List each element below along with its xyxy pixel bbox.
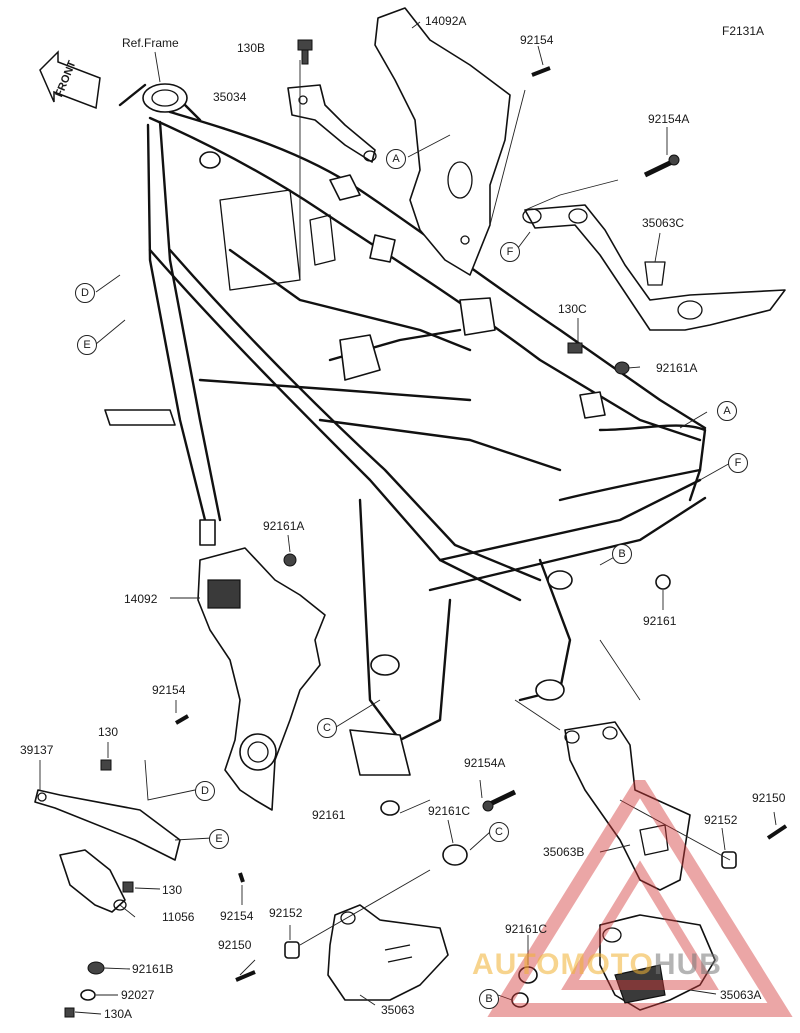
part-35063: 35063 — [381, 1003, 415, 1017]
part-130: 130 — [98, 725, 119, 739]
main-frame — [104, 83, 707, 776]
bracket-35063c — [522, 204, 786, 331]
part-11056: 11056 — [162, 910, 195, 924]
part-35063c: 35063C — [642, 216, 685, 230]
bracket-35034 — [287, 84, 377, 163]
part-92154-bottom: 92154 — [220, 909, 254, 923]
part-35063a: 35063A — [720, 988, 762, 1002]
part-92150-left: 92150 — [218, 938, 252, 952]
part-92161a-right: 92161A — [656, 361, 698, 375]
part-92161-center: 92161 — [312, 808, 346, 822]
callout-f-frame: F — [728, 453, 748, 473]
part-92152-left: 92152 — [269, 906, 303, 920]
bracket-39137 — [34, 789, 181, 861]
bracket-35063 — [327, 904, 449, 1001]
callout-c-lower: C — [489, 822, 509, 842]
part-92150-right: 92150 — [752, 791, 786, 805]
callout-b-frame: B — [612, 544, 632, 564]
part-14092: 14092 — [124, 592, 158, 606]
part-35063b: 35063B — [543, 845, 585, 859]
part-130a: 130A — [104, 1007, 133, 1021]
callout-a-upper: A — [386, 149, 406, 169]
part-14092a: 14092A — [425, 14, 467, 28]
part-130c: 130C — [558, 302, 587, 316]
callout-e-bracket: E — [209, 829, 229, 849]
callout-d-bracket: D — [195, 781, 215, 801]
part-92161b: 92161B — [132, 962, 174, 976]
cover-14092 — [197, 547, 326, 811]
callout-b-lower: B — [479, 989, 499, 1009]
part-39137: 39137 — [20, 743, 54, 757]
part-92154a-bottom: 92154A — [464, 756, 506, 770]
watermark-text: AUTOMOTOHUB — [472, 948, 722, 982]
leader-lines — [39, 21, 777, 1015]
part-92161a-mid: 92161A — [263, 519, 305, 533]
front-arrow-icon — [39, 50, 101, 110]
part-92154-top: 92154 — [520, 33, 554, 47]
watermark-part1: AUTOMOTO — [472, 948, 654, 981]
cover-14092a — [374, 7, 511, 276]
part-92161-right: 92161 — [643, 614, 677, 628]
bracket-35063a — [599, 914, 716, 1011]
part-92152-right: 92152 — [704, 813, 738, 827]
part-92154-left: 92154 — [152, 683, 186, 697]
bolts — [64, 39, 788, 1018]
callout-e-frame: E — [77, 335, 97, 355]
watermark-part2: HUB — [653, 948, 722, 981]
part-92154a-top: 92154A — [648, 112, 690, 126]
part-92027: 92027 — [121, 988, 155, 1002]
part-130b: 130B — [237, 41, 266, 55]
callout-d-frame: D — [75, 283, 95, 303]
ref-frame-label: Ref.Frame — [122, 36, 179, 50]
part-130-lower: 130 — [162, 883, 183, 897]
part-35034: 35034 — [213, 90, 247, 104]
diagram-id: F2131A — [722, 24, 765, 38]
bracket-35063b — [564, 721, 691, 891]
part-92161c-center: 92161C — [428, 804, 471, 818]
callout-c-frame: C — [317, 718, 337, 738]
part-92161c-bottom: 92161C — [505, 922, 548, 936]
callout-a-frame: A — [717, 401, 737, 421]
callout-f-upper: F — [500, 242, 520, 262]
bracket-11056 — [59, 849, 127, 913]
